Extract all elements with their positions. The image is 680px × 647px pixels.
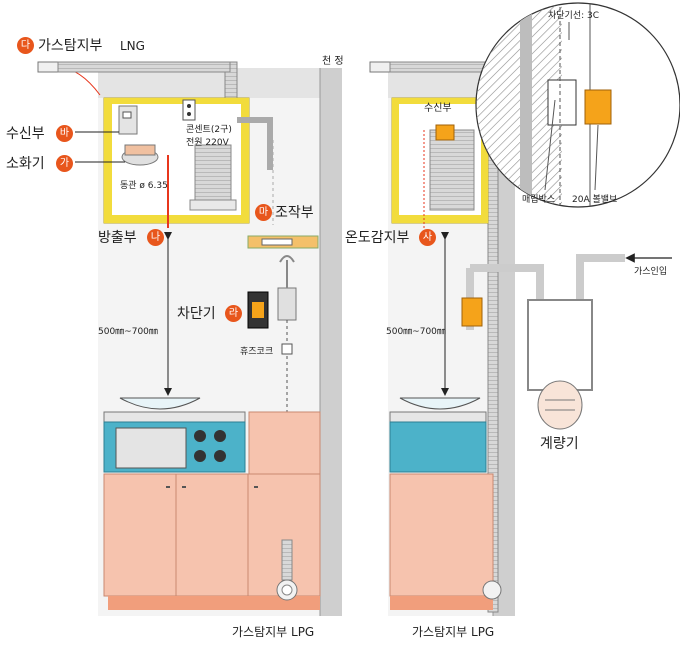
label-receiver-right: 수신부 xyxy=(424,103,452,114)
badge-na: 나 xyxy=(147,229,164,246)
ball-valve-detail xyxy=(584,89,612,125)
label-fuse-cock: 휴즈코크 xyxy=(240,347,274,357)
label-embed-box: 매립박스 xyxy=(522,195,556,205)
hood-frame-bottom xyxy=(104,215,249,223)
label-distance-left: 500㎜~700㎜ xyxy=(98,327,158,337)
left-side-wall xyxy=(320,68,342,616)
hood-frame-left xyxy=(104,98,112,223)
label-detector-lpg-left: 가스탐지부 LPG xyxy=(232,625,315,639)
label-controller: 조작부 xyxy=(275,205,314,221)
label-receiver-left: 수신부 xyxy=(6,126,45,142)
badge-da: 다 xyxy=(17,37,34,54)
lpg-detector-pipe-left xyxy=(281,539,293,581)
label-distance-right: 500㎜~700㎜ xyxy=(386,327,446,337)
hood-exhaust-duct xyxy=(194,144,232,201)
label-detector-lng: 가스탐지부 xyxy=(38,38,103,54)
label-outlet: 콘센트(2구) xyxy=(186,125,232,135)
label-copper-pipe: 동관 ø 6.35 xyxy=(120,181,168,191)
lng-detector xyxy=(37,61,59,73)
lower-cabinet-right xyxy=(389,473,494,597)
right-ceiling-detector xyxy=(369,61,391,73)
embed-box-detail xyxy=(547,79,577,126)
hood-frame-top xyxy=(104,98,249,104)
label-detector-lpg-right: 가스탐지부 LPG xyxy=(412,625,495,639)
label-shutoff-wire: 차단기선: 3C xyxy=(548,11,600,21)
outlet-box xyxy=(182,99,196,121)
ceiling-flex-pipe xyxy=(57,61,231,73)
gas-inlet-pipe xyxy=(576,254,625,300)
wok-right xyxy=(399,397,481,410)
ball-valve-right xyxy=(461,297,483,327)
badge-ga: 가 xyxy=(56,155,73,172)
badge-ba: 바 xyxy=(56,125,73,142)
badge-ra: 라 xyxy=(225,305,242,322)
label-ceiling: 천 정 xyxy=(322,56,344,67)
right-ceiling-band xyxy=(388,68,493,98)
stove-top-right xyxy=(389,411,487,423)
lpg-detector-right xyxy=(482,580,502,600)
label-temp-sensor: 온도감지부 xyxy=(345,230,410,246)
label-ball-valve: 20A 볼밸브 xyxy=(572,195,618,205)
label-meter: 계량기 xyxy=(540,436,579,452)
badge-sa: 사 xyxy=(419,229,436,246)
label-power: 전원 220V xyxy=(186,138,229,148)
hood-frame-right xyxy=(241,98,249,223)
left-ceiling-band xyxy=(98,68,320,98)
label-gas-inlet: 가스인입 xyxy=(634,267,668,277)
gas-meter-dial xyxy=(537,380,583,430)
wok-left xyxy=(119,397,201,410)
oven-door-left xyxy=(115,427,187,469)
stove-top-left xyxy=(103,411,246,423)
gas-supply-pipe xyxy=(470,264,544,300)
right-exhaust-duct xyxy=(429,129,475,211)
counter-left xyxy=(248,411,321,475)
stove-body-right xyxy=(389,421,487,473)
fuse-cock-device xyxy=(277,287,297,321)
label-lng: LNG xyxy=(120,39,145,53)
label-extinguisher: 소화기 xyxy=(6,156,45,172)
receiver-box-left xyxy=(118,105,138,135)
gas-meter-body xyxy=(527,299,593,391)
label-discharge: 방출부 xyxy=(98,230,137,246)
badge-ma: 마 xyxy=(255,204,272,221)
label-shutoff: 차단기 xyxy=(177,306,216,322)
